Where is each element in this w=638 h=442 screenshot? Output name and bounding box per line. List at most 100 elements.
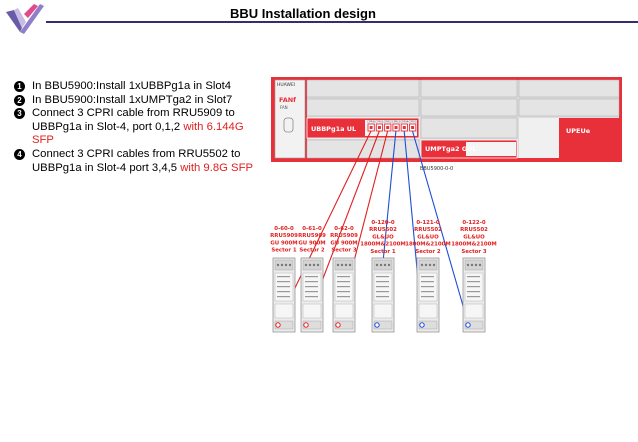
rru-connector-icon	[478, 263, 482, 267]
rru-connector-icon	[336, 263, 340, 267]
rru-top-panel	[373, 259, 393, 271]
rru-label: GL&UO	[372, 234, 394, 240]
rru-cpri-port	[373, 320, 393, 330]
cpri-port-pin	[411, 126, 415, 129]
rru-connector-icon	[428, 263, 432, 267]
cpri-port-pin	[394, 126, 398, 129]
cpri-port-pin	[369, 126, 373, 129]
rru-connector-icon	[348, 263, 352, 267]
rru-label: Sector 1	[271, 248, 297, 254]
fan-handle-icon	[283, 117, 294, 133]
rru-plate-line	[421, 286, 434, 288]
rru-cpri-socket-icon	[419, 322, 425, 328]
rru-plate-line	[376, 276, 389, 278]
rru-label: 1800M&2100M	[405, 242, 450, 248]
rru-connector-icon	[420, 263, 424, 267]
ubbp-board-label: UBBPg1a UL	[311, 125, 356, 133]
rru-label: GL&UO	[463, 234, 485, 240]
rru-plate-line	[376, 281, 389, 283]
rru-cpri-port	[274, 320, 294, 330]
cpri-port-label: CPRI5	[409, 120, 417, 124]
rru-label: RRU5502	[460, 227, 488, 233]
rru-connector-icon	[424, 263, 428, 267]
rru-cpri-port	[302, 320, 322, 330]
rru-plate-line	[467, 296, 480, 298]
fan-label: FANf	[279, 96, 296, 104]
instruction-item: 2 In BBU5900:Install 1xUMPTga2 in Slot7	[14, 94, 264, 108]
cpri-port-label: CPRI4	[400, 120, 408, 124]
rru-plate-line	[376, 296, 389, 298]
rru-label: Sector 2	[415, 249, 441, 255]
rru-plate-line	[467, 281, 480, 283]
rru-label: 1800M&2100M	[360, 242, 405, 248]
rru-plate-line	[337, 281, 350, 283]
rru-connector-icon	[432, 263, 436, 267]
rru-port-panel	[373, 303, 393, 319]
page-title: BBU Installation design	[230, 6, 376, 21]
rru-connector-icon	[304, 263, 308, 267]
rru-cpri-port	[464, 320, 484, 330]
rru-connector-icon	[466, 263, 470, 267]
rru-cpri-socket-icon	[374, 322, 380, 328]
rru-connector-icon	[284, 263, 288, 267]
rru-label: 0-122-0	[462, 220, 485, 226]
rru-plate-line	[337, 291, 350, 293]
rru-plate-line	[467, 276, 480, 278]
rru-connector-icon	[312, 263, 316, 267]
rru-top-panel	[302, 259, 322, 271]
bbu-chassis	[271, 77, 622, 162]
rru-plate-line	[421, 276, 434, 278]
rru-label: RRU5909	[270, 233, 298, 239]
cpri-port-pin	[402, 126, 406, 129]
bbu-caption: BBU5900-0-0	[420, 166, 453, 172]
instruction-text: In BBU5900:Install 1xUBBPg1a in Slot4	[32, 80, 232, 92]
rru-plate-line	[305, 286, 318, 288]
rru-plate-line	[277, 291, 290, 293]
rru-plate-line	[467, 291, 480, 293]
rru-plate-line	[421, 291, 434, 293]
rru-label: 0-60-0	[274, 226, 294, 232]
instruction-item: 3 Connect 3 CPRI cable from RRU5909 to U…	[14, 107, 264, 148]
rru-connector-icon	[316, 263, 320, 267]
rru-connector-icon	[383, 263, 387, 267]
rru-top-panel	[274, 259, 294, 271]
rru-label: 0-61-0	[302, 226, 322, 232]
rru-cpri-socket-icon	[303, 322, 309, 328]
rru-plate-line	[277, 276, 290, 278]
rru-plate-line	[337, 296, 350, 298]
rru-plate-line	[305, 281, 318, 283]
rru-port-panel	[418, 303, 438, 319]
rru-connector-icon	[308, 263, 312, 267]
rru-plate-line	[376, 286, 389, 288]
rru-label: GL&UO	[417, 234, 439, 240]
rru-plate-line	[376, 291, 389, 293]
bullet-number: 1	[14, 81, 25, 92]
cpri-port-label: CPRI1	[375, 120, 383, 124]
umpt-board-label: UMPTga2 GUL	[425, 145, 477, 153]
rru-label: GU 900M	[330, 240, 357, 246]
bullet-number: 2	[14, 94, 25, 106]
rru-plate-line	[277, 286, 290, 288]
rru-connector-icon	[280, 263, 284, 267]
rru-connector-icon	[379, 263, 383, 267]
rru-cpri-socket-icon	[335, 322, 341, 328]
instruction-text: Connect 3 CPRI cables from RRU5502 to UB…	[32, 147, 241, 174]
rru-label: Sector 3	[331, 248, 357, 254]
rru-port-panel	[302, 303, 322, 319]
rru-plate-line	[337, 276, 350, 278]
rru-cpri-port	[418, 320, 438, 330]
rru-cpri-port	[334, 320, 354, 330]
sfp-highlight: with 6.144G SFP	[32, 120, 244, 147]
rru-top-panel	[418, 259, 438, 271]
cpri-port-label: CPRI0	[367, 120, 375, 124]
cpri-port-pin	[377, 126, 381, 129]
bullet-number: 3	[14, 108, 25, 120]
rru-port-panel	[464, 303, 484, 319]
rru-label: Sector 3	[461, 249, 487, 255]
rru-label: 0-121-0	[416, 220, 439, 226]
upeu-board-label: UPEUe	[566, 127, 591, 135]
rru-label: Sector 2	[299, 248, 325, 254]
rru-label: RRU5502	[414, 227, 442, 233]
rru-top-panel	[464, 259, 484, 271]
rru-top-panel	[334, 259, 354, 271]
